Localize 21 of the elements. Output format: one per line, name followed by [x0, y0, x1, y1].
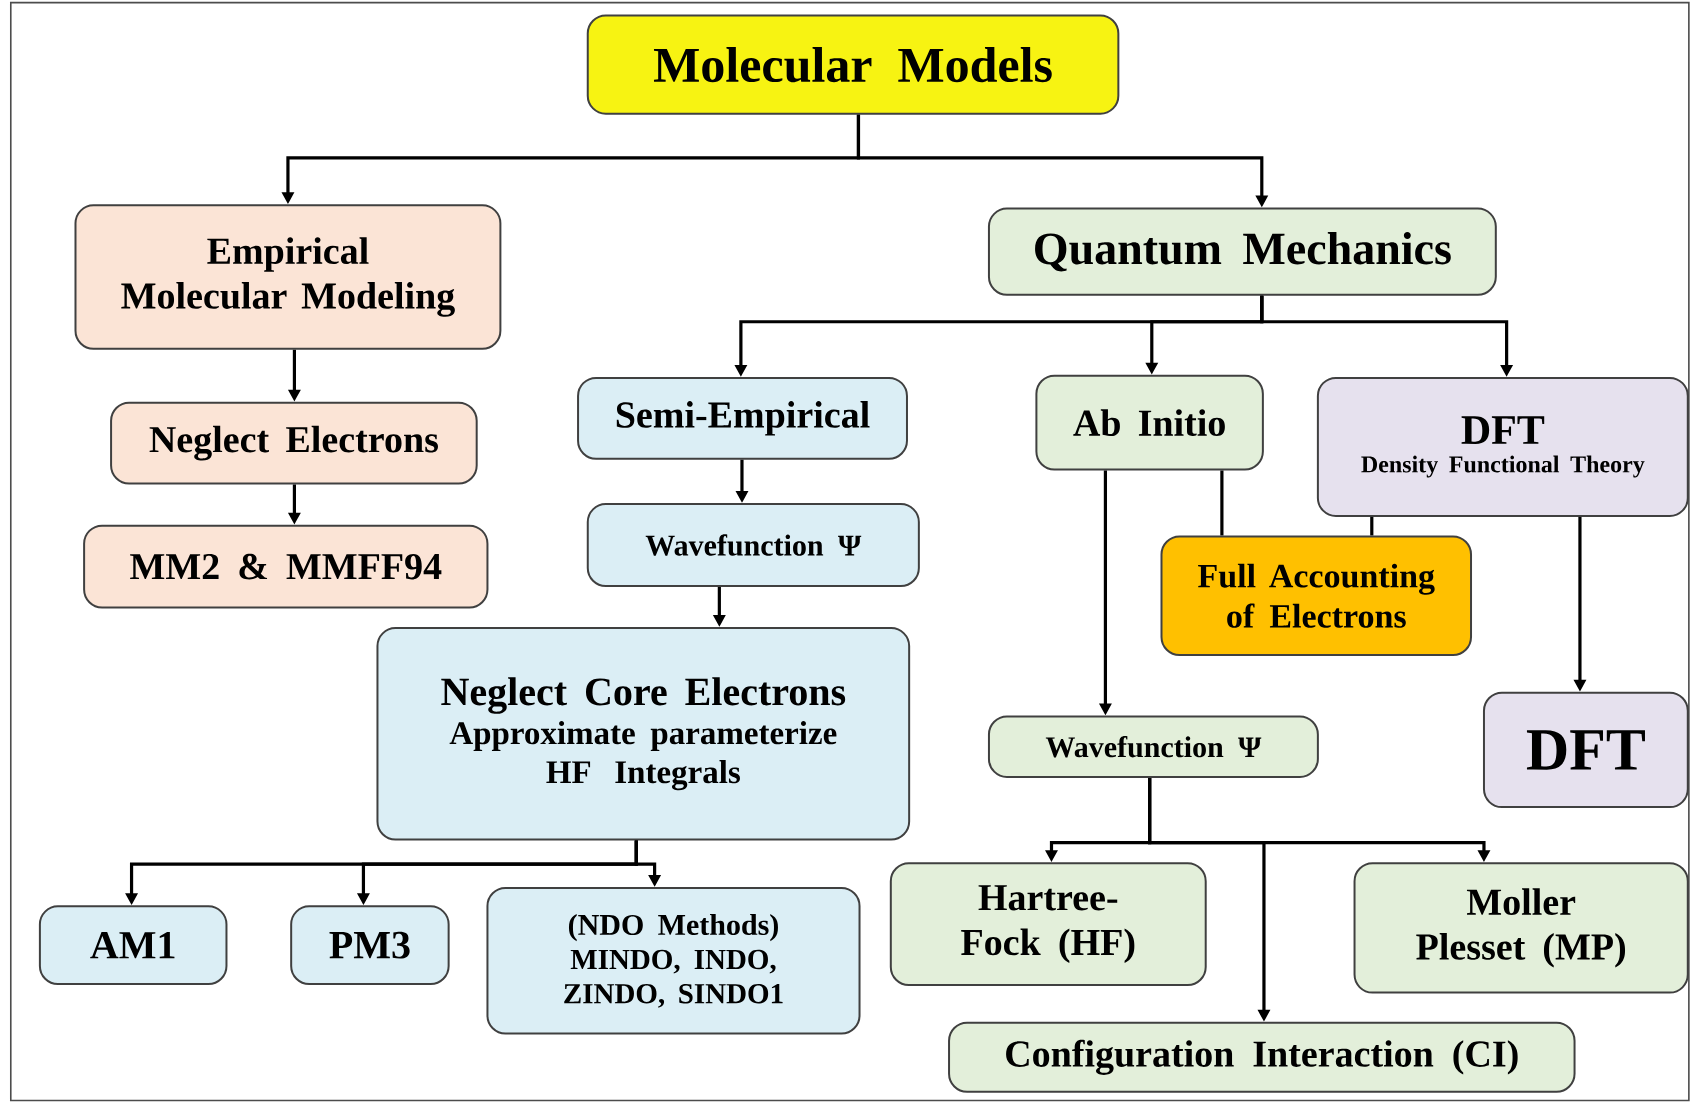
- process-box: Wavefunction Ψ: [987, 715, 1319, 778]
- process-box: Moller Plesset (MP): [1353, 862, 1689, 994]
- process-box: Hartree-Fock (HF): [889, 862, 1207, 987]
- process-box: Empirical Molecular Modeling: [74, 204, 502, 350]
- process-box: Configuration Interaction (CI): [948, 1021, 1576, 1093]
- process-box: Molecular Models: [586, 14, 1120, 115]
- process-box: Full Accounting of Electrons: [1160, 535, 1472, 657]
- process-box: Neglect Electrons: [110, 401, 478, 485]
- process-box: DFT Density Functional Theory: [1316, 376, 1689, 517]
- process-box: AM1: [38, 905, 228, 985]
- process-box: Semi-Empirical: [577, 376, 908, 460]
- process-box: Quantum Mechanics: [987, 207, 1497, 296]
- process-box: Wavefunction Ψ: [586, 503, 920, 588]
- process-box: PM3: [290, 905, 450, 985]
- process-box: Ab Initio: [1035, 374, 1264, 471]
- process-box: DFT: [1482, 691, 1689, 809]
- process-box: (NDO Methods) MINDO, INDO, ZINDO, SINDO1: [486, 887, 861, 1035]
- process-box: Neglect Core Electrons Approximate parameterize HF Integrals: [376, 627, 911, 841]
- connector-line: [1220, 470, 1224, 536]
- connector-line: [1370, 516, 1374, 536]
- process-box: MM2 & MMFF94: [83, 524, 489, 609]
